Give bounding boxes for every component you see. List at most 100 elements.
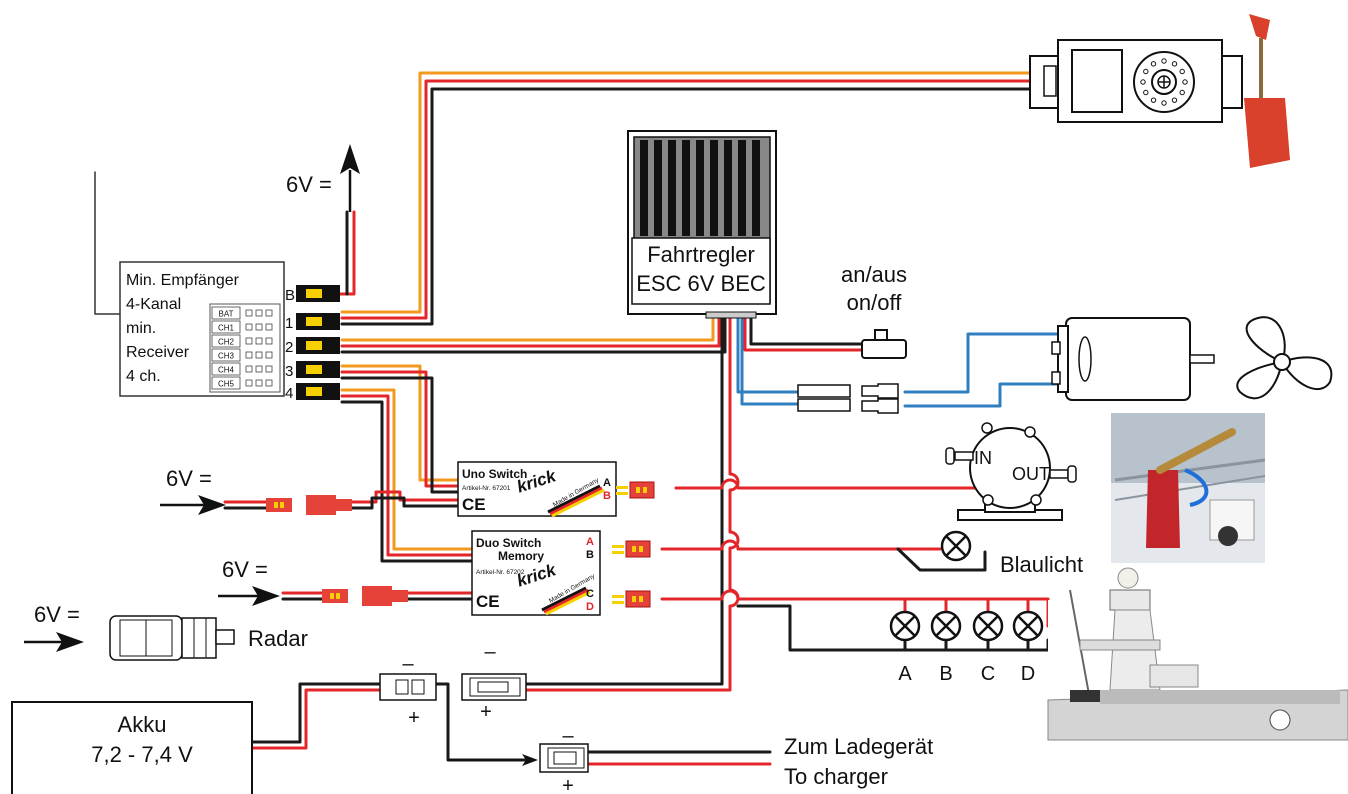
pin-socket [245, 323, 253, 331]
servo-hole [1182, 79, 1188, 85]
pump-in-label: IN [974, 448, 992, 468]
jst-connector-icon [625, 540, 651, 558]
jst-connector-icon [266, 498, 292, 512]
receiver-port-label: 3 [285, 363, 293, 380]
water-cannon-photo [1111, 413, 1266, 563]
channel-tab [211, 348, 241, 362]
channel-tab-label: CH1 [218, 324, 235, 333]
duo-switch-article: Artikel-Nr. 67202 [476, 569, 525, 576]
v6-uno-label: 6V = [166, 466, 212, 491]
duo-output-a: A [586, 536, 594, 548]
receiver-label-2: 4-Kanal [126, 296, 181, 313]
motor-icon [1051, 317, 1215, 401]
servo-hole [1150, 97, 1157, 103]
pin-socket [255, 351, 263, 359]
duo-output-c: C [586, 588, 594, 600]
pin-socket [255, 323, 263, 331]
servo-hole [1143, 89, 1149, 96]
minus-label: – [562, 725, 574, 747]
channel-tab [211, 334, 241, 348]
uno-cable [340, 364, 460, 494]
duo-switch-title-1: Duo Switch [476, 536, 541, 550]
receiver-port-label: 1 [285, 315, 293, 332]
plug-pin [306, 341, 322, 350]
plug-pin [306, 365, 322, 374]
channel-tab [211, 362, 241, 376]
lamp-label: D [1021, 663, 1035, 685]
pin-socket [245, 337, 253, 345]
servo-hole [1179, 68, 1185, 75]
pin-socket [245, 351, 253, 359]
channel-tab [211, 376, 241, 390]
pin-socket [265, 379, 273, 387]
esc-label-1: Fahrtregler [647, 242, 755, 267]
servo-hole [1161, 58, 1167, 64]
servo-hole [1140, 79, 1146, 85]
jst-connector-icon [362, 586, 408, 606]
duo-output-d: D [586, 601, 594, 613]
v6-receiver-label: 6V = [286, 172, 332, 197]
german-flag-icon [547, 484, 605, 518]
battery-label: Akku [118, 712, 167, 737]
heatsink-fin [696, 140, 704, 236]
pin [636, 487, 640, 493]
battery-connectors [379, 673, 589, 773]
pin [280, 502, 284, 508]
v6-duo-label: 6V = [222, 557, 268, 582]
pin-socket [255, 365, 263, 373]
pin-socket [265, 365, 273, 373]
wires [94, 71, 1060, 766]
lamp-icon [889, 610, 921, 642]
pin [632, 546, 636, 552]
arrow-right-icon [522, 754, 538, 766]
receiver-port-label: 2 [285, 339, 293, 356]
pin-socket [265, 323, 273, 331]
pin-socket [245, 309, 253, 317]
esc: Fahrtregler ESC 6V BEC [627, 130, 777, 319]
servo-hole [1143, 68, 1149, 75]
motor-connectors [797, 383, 899, 414]
lamp-icon [972, 610, 1004, 642]
lamp-label: A [898, 663, 912, 685]
receiver-label-1: Min. Empfänger [126, 272, 240, 289]
pin [643, 487, 647, 493]
receiver-port-label: B [285, 287, 295, 304]
pin [639, 546, 643, 552]
channel-tab-label: CH5 [218, 380, 235, 389]
uno-output-b: B [603, 490, 611, 502]
minus-label: – [402, 653, 414, 675]
pin-socket [245, 365, 253, 373]
pin [274, 502, 278, 508]
pin-socket [245, 379, 253, 387]
blaulicht-label: Blaulicht [1000, 552, 1083, 577]
uno-output-a: A [603, 477, 611, 489]
radar-label: Radar [248, 626, 308, 651]
heatsink-fin [640, 140, 648, 236]
pin-socket [265, 309, 273, 317]
pin-socket [265, 351, 273, 359]
channel-tab-label: BAT [219, 310, 234, 319]
channel-tab [211, 320, 241, 334]
heatsink-fin [668, 140, 676, 236]
pin-socket [265, 337, 273, 345]
uno-switch-module: Uno Switch Artikel-Nr. 67201 CE krick Ma… [457, 461, 617, 518]
minus-label: – [484, 641, 496, 663]
servo-hole [1161, 100, 1167, 106]
onoff-switch-icon [861, 329, 907, 359]
uno-switch-article: Artikel-Nr. 67201 [462, 485, 511, 492]
receiver-label-4: Receiver [126, 344, 190, 361]
arrow-right-icon [56, 632, 84, 652]
arrow-up-icon [340, 144, 360, 174]
plus-label: + [480, 701, 492, 723]
duo-switch-module: Duo Switch Memory Artikel-Nr. 67202 CE k… [471, 530, 601, 616]
battery: Akku 7,2 - 7,4 V [11, 701, 253, 794]
pin [616, 492, 628, 495]
uno-switch-title: Uno Switch [462, 467, 527, 481]
channel-tab-label: CH4 [218, 366, 235, 375]
battery-voltage: 7,2 - 7,4 V [91, 742, 193, 767]
heatsink-fin [738, 140, 746, 236]
heatsink-fin [724, 140, 732, 236]
